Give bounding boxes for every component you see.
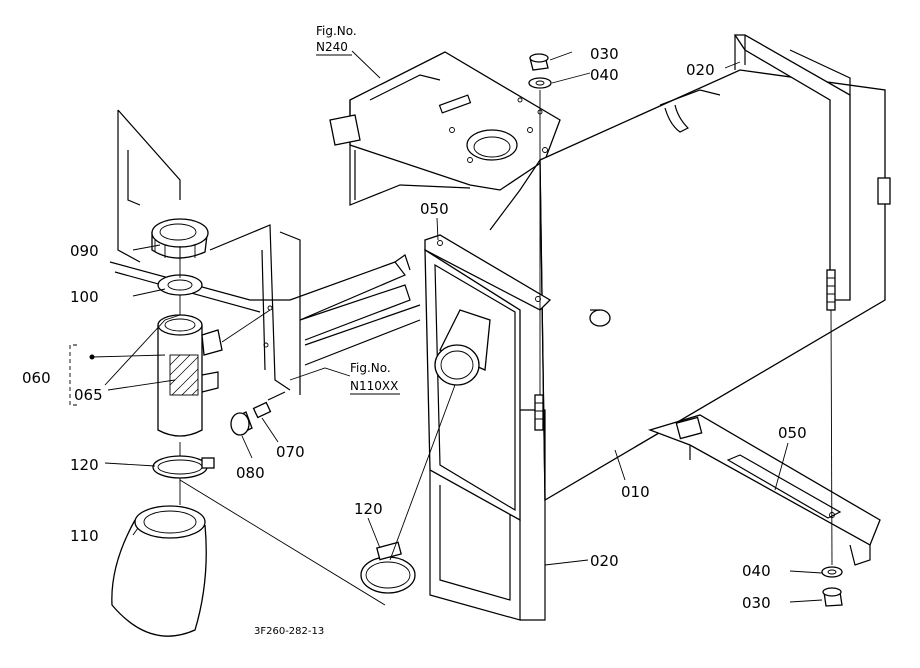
callout-010: 010 [621, 483, 650, 501]
lower-support [647, 414, 881, 566]
leader-lines [91, 50, 833, 606]
fig-ref-n240-number: N240 [316, 40, 348, 54]
callout-080: 080 [236, 464, 265, 482]
callout-030-bottom: 030 [742, 594, 771, 612]
figure-references: Fig.No. N240 Fig.No. N110XX [316, 24, 400, 395]
radiator-tank [489, 34, 891, 502]
callout-065: 065 [74, 386, 103, 404]
callout-020-top: 020 [686, 61, 715, 79]
callout-040-top: 040 [590, 66, 619, 84]
front-frame [424, 234, 552, 621]
callout-labels: 010 020 020 030 040 040 030 050 050 060 … [22, 45, 807, 612]
mounting-bracket [329, 51, 561, 206]
callout-020-bottom: 020 [590, 552, 619, 570]
callout-030-top: 030 [590, 45, 619, 63]
callout-040-bottom: 040 [742, 562, 771, 580]
callout-120-left: 120 [70, 456, 99, 474]
callout-060: 060 [22, 369, 51, 387]
callout-100: 100 [70, 288, 99, 306]
hose-clamp-right [360, 541, 416, 594]
fig-ref-n240-label: Fig.No. [316, 24, 357, 38]
fig-ref-n110xx-label: Fig.No. [350, 361, 391, 375]
frame-structure [109, 109, 421, 395]
callout-050-right: 050 [778, 424, 807, 442]
callout-070: 070 [276, 443, 305, 461]
hardware-top [528, 53, 552, 89]
hardware-bottom [821, 566, 843, 607]
fig-ref-n110xx-number: N110XX [350, 379, 398, 393]
drawing-number: 3F260-282-13 [254, 626, 324, 637]
callout-090: 090 [70, 242, 99, 260]
callout-120-right: 120 [354, 500, 383, 518]
callout-110: 110 [70, 527, 99, 545]
reservoir-assembly [69, 218, 286, 637]
callout-050-top: 050 [420, 200, 449, 218]
